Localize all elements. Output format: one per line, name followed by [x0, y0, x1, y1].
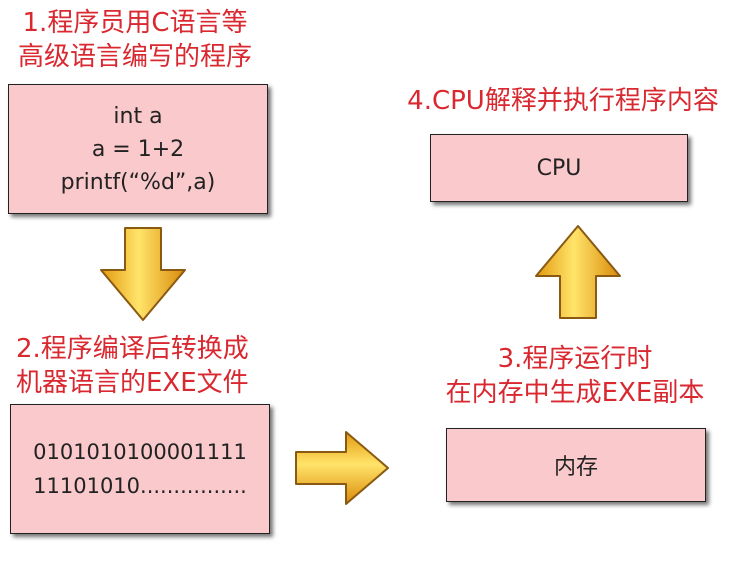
- source-code-line-3: printf(“%d”,a): [60, 169, 216, 195]
- step-2-label: 2.程序编译后转换成 机器语言的EXE文件: [16, 332, 249, 400]
- exe-file-box: 0101010100001111 11101010...............…: [10, 404, 270, 534]
- exe-binary-line-2: 11101010................: [33, 474, 247, 498]
- source-code-line-1: int a: [113, 103, 163, 129]
- arrow-right-icon: [295, 431, 389, 505]
- step-4-label-line-1: 4.CPU解释并执行程序内容: [407, 86, 719, 116]
- memory-box: 内存: [446, 428, 706, 502]
- step-1-label-line-1: 1.程序员用C语言等: [22, 8, 248, 38]
- cpu-box: CPU: [430, 134, 688, 202]
- source-code-box: int a a = 1+2 printf(“%d”,a): [8, 84, 268, 214]
- memory-box-label: 内存: [553, 455, 598, 480]
- step-1-label: 1.程序员用C语言等 高级语言编写的程序: [0, 6, 270, 74]
- cpu-box-label: CPU: [536, 155, 582, 181]
- arrow-down-icon: [100, 227, 186, 321]
- step-3-label-line-1: 3.程序运行时: [497, 344, 653, 374]
- arrow-up-icon: [535, 225, 621, 319]
- step-3-label-line-2: 在内存中生成EXE副本: [445, 378, 705, 408]
- step-1-label-line-2: 高级语言编写的程序: [17, 42, 252, 72]
- step-4-label: 4.CPU解释并执行程序内容: [404, 84, 722, 118]
- step-2-label-line-1: 2.程序编译后转换成: [16, 334, 249, 364]
- source-code-line-2: a = 1+2: [91, 136, 185, 162]
- step-2-label-line-2: 机器语言的EXE文件: [16, 368, 249, 398]
- step-3-label: 3.程序运行时 在内存中生成EXE副本: [440, 342, 710, 410]
- exe-binary-line-1: 0101010100001111: [33, 440, 247, 464]
